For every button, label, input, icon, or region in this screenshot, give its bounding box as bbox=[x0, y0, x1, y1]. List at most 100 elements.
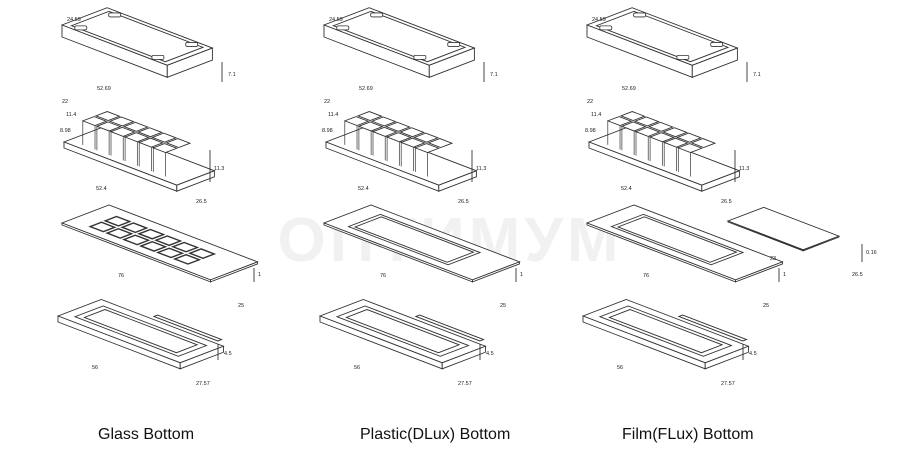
frame-outer-side bbox=[441, 345, 486, 370]
bottom-plate-side bbox=[210, 261, 258, 283]
well-cell bbox=[414, 143, 441, 154]
well-cell bbox=[94, 111, 121, 122]
dim-frame-height: 4.5 bbox=[749, 351, 757, 357]
dim-well-a: 22 bbox=[62, 99, 68, 105]
lid-tab bbox=[633, 12, 647, 18]
dim-lid-top: 24.59 bbox=[67, 17, 81, 23]
bottom-plate-side bbox=[735, 261, 783, 283]
column-film-bottom: 24.5952.697.12211.48.9852.426.511.376251… bbox=[581, 7, 877, 387]
well-cell bbox=[399, 137, 426, 148]
frame-rail bbox=[152, 314, 223, 342]
dim-bottom-width: 25 bbox=[500, 303, 506, 309]
dim-well-front: 52.4 bbox=[96, 186, 107, 192]
lid-inner-rim bbox=[70, 10, 205, 63]
well-cell bbox=[634, 126, 661, 137]
film-sheet-side bbox=[802, 235, 840, 252]
glass-window bbox=[155, 247, 185, 259]
well-cell bbox=[676, 132, 703, 143]
dim-well-b: 11.4 bbox=[591, 112, 601, 118]
well-cell bbox=[427, 138, 454, 149]
lid-tab bbox=[710, 42, 724, 47]
dim-well-height: 11.3 bbox=[476, 166, 486, 172]
dim-lid-front: 52.69 bbox=[359, 86, 373, 92]
dim-frame-height: 4.5 bbox=[224, 351, 232, 357]
dim-frame-depth: 27.57 bbox=[721, 381, 735, 387]
glass-window bbox=[103, 215, 132, 227]
well-cell bbox=[165, 138, 192, 149]
bottom-window-inner bbox=[353, 216, 475, 263]
well-cell bbox=[123, 132, 150, 143]
well-cell bbox=[81, 116, 108, 127]
dim-well-height: 11.3 bbox=[739, 166, 749, 172]
dim-bottom-thk: 1 bbox=[258, 272, 261, 278]
dim-lid-side: 7.1 bbox=[490, 72, 498, 78]
well-cell bbox=[137, 127, 164, 138]
well-cell bbox=[662, 137, 689, 148]
well-cell bbox=[399, 127, 426, 138]
dim-well-depth: 26.5 bbox=[721, 199, 732, 205]
well-cell bbox=[384, 121, 411, 132]
dim-frame-depth: 27.57 bbox=[458, 381, 472, 387]
dim-film-thk: 0.16 bbox=[866, 250, 877, 256]
lid-tab bbox=[185, 42, 199, 47]
lid-tab bbox=[336, 25, 350, 31]
bottom-plate-side bbox=[472, 261, 520, 283]
dim-film-d: 26.5 bbox=[852, 272, 863, 278]
well-cell bbox=[152, 143, 179, 154]
lid-tab bbox=[108, 12, 122, 18]
glass-window bbox=[120, 222, 149, 234]
dim-well-a: 22 bbox=[587, 99, 593, 105]
glass-window bbox=[170, 241, 200, 253]
dim-bottom-width: 25 bbox=[238, 303, 244, 309]
lid-tab bbox=[413, 55, 427, 60]
frame-inner-lip bbox=[608, 309, 724, 354]
lid-tab bbox=[599, 25, 613, 31]
dim-frame-len: 56 bbox=[617, 365, 623, 371]
dim-well-front: 52.4 bbox=[621, 186, 632, 192]
dim-frame-height: 4.5 bbox=[486, 351, 494, 357]
dim-bottom-len: 76 bbox=[118, 273, 124, 279]
well-cell bbox=[371, 126, 398, 137]
lid-side bbox=[691, 47, 738, 78]
frame-opening bbox=[598, 305, 733, 357]
frame-outer-side bbox=[704, 345, 749, 370]
dim-bottom-len: 76 bbox=[380, 273, 386, 279]
well-cell bbox=[356, 111, 383, 122]
dim-lid-top: 24.59 bbox=[592, 17, 606, 23]
well-cell bbox=[109, 126, 136, 137]
dim-well-b: 11.4 bbox=[66, 112, 76, 118]
well-cell bbox=[620, 121, 647, 132]
lid-inner-rim bbox=[595, 10, 730, 63]
caption-plastic-bottom: Plastic(DLux) Bottom bbox=[360, 426, 511, 443]
frame-inner-lip bbox=[345, 309, 461, 354]
dim-lid-side: 7.1 bbox=[228, 72, 236, 78]
glass-window bbox=[172, 253, 202, 265]
dim-well-c: 8.98 bbox=[585, 128, 596, 134]
dim-bottom-thk: 1 bbox=[520, 272, 523, 278]
bottom-plate-top bbox=[322, 204, 521, 281]
well-cell bbox=[95, 121, 122, 132]
lid-side bbox=[428, 47, 475, 78]
well-cell bbox=[151, 132, 178, 143]
glass-window bbox=[154, 235, 183, 247]
well-base-side bbox=[176, 170, 215, 192]
caption-glass-bottom: Glass Bottom bbox=[98, 426, 195, 443]
glass-window bbox=[88, 221, 117, 233]
dim-lid-top: 24.59 bbox=[329, 17, 343, 23]
dim-well-front: 52.4 bbox=[358, 186, 369, 192]
dim-bottom-thk: 1 bbox=[783, 272, 786, 278]
dim-bottom-len: 76 bbox=[643, 273, 649, 279]
well-base-side bbox=[701, 170, 740, 192]
dim-well-c: 8.98 bbox=[322, 128, 333, 134]
frame-opening bbox=[335, 305, 470, 357]
lid-tab bbox=[676, 55, 690, 60]
dim-well-a: 22 bbox=[324, 99, 330, 105]
frame-opening bbox=[73, 305, 208, 357]
glass-window bbox=[139, 240, 168, 252]
glass-window bbox=[137, 228, 166, 240]
dim-frame-len: 56 bbox=[92, 365, 98, 371]
well-cell bbox=[648, 132, 675, 143]
lid-tab bbox=[447, 42, 461, 47]
lid-side bbox=[166, 47, 213, 78]
